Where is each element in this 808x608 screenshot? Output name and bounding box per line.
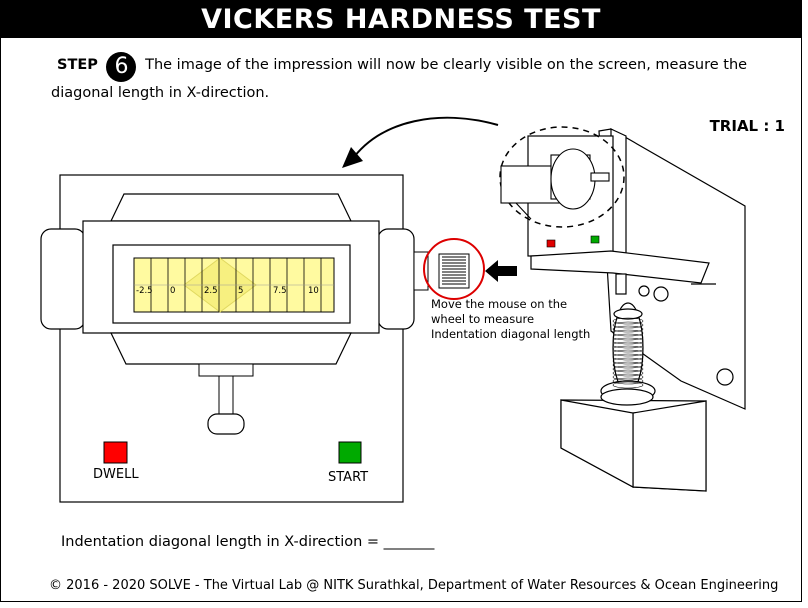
zoomed-microscope-head xyxy=(40,174,429,503)
machine-head-closeup xyxy=(500,148,610,220)
column-ring xyxy=(612,341,644,349)
measurement-row: Indentation diagonal length in X-directi… xyxy=(61,534,434,550)
start-button[interactable] xyxy=(338,441,362,464)
machine-dwell-led xyxy=(546,239,556,248)
column-ring xyxy=(612,325,644,333)
measurement-label: Indentation diagonal length in X-directi… xyxy=(61,534,380,550)
lab-scene xyxy=(40,116,746,503)
footer-copyright: © 2016 - 2020 SOLVE - The Virtual Lab @ … xyxy=(49,578,779,593)
measuring-wheel[interactable] xyxy=(423,238,485,300)
wheel-pointer-arrow-icon xyxy=(485,260,517,282)
column-ring xyxy=(612,329,644,337)
measurement-screen xyxy=(133,257,335,313)
scale-tick-label: 10 xyxy=(308,286,319,296)
page-title: VICKERS HARDNESS TEST xyxy=(1,1,801,38)
wheel-hint-line: Move the mouse on the xyxy=(431,297,568,311)
start-button-label: START xyxy=(328,470,369,485)
column-ring xyxy=(612,337,644,345)
zoom-arrow xyxy=(350,116,499,162)
column-ring xyxy=(612,377,644,385)
column-ring xyxy=(612,361,644,369)
step-text: The image of the impression will now be … xyxy=(51,57,748,101)
hardness-testing-machine xyxy=(527,128,746,492)
column-ring xyxy=(612,345,644,353)
dwell-button-label: DWELL xyxy=(93,467,139,482)
scale-tick-label: 2.5 xyxy=(204,286,218,296)
column-ring xyxy=(612,317,644,325)
machine-start-led xyxy=(590,235,600,244)
step-number-badge: 6 xyxy=(106,52,137,82)
wheel-hint-line: wheel to measure xyxy=(431,312,535,326)
wheel-highlight-circle xyxy=(423,238,485,300)
trial-indicator: TRIAL : 1 xyxy=(709,117,785,135)
column-ring xyxy=(612,333,644,341)
column-ring xyxy=(612,353,644,361)
step-label: STEP xyxy=(57,57,98,73)
column-ring xyxy=(612,381,644,389)
scale-tick-label: 5 xyxy=(238,286,244,296)
step-instruction: STEP 6 The image of the impression will … xyxy=(51,52,791,104)
column-ring xyxy=(612,321,644,329)
wheel-hint: Move the mouse on the wheel to measure I… xyxy=(431,297,601,342)
column-ring xyxy=(612,369,644,377)
scale-tick-label: -2.5 xyxy=(136,286,153,296)
scale-tick-label: 0 xyxy=(170,286,176,296)
scale-tick-label: 7.5 xyxy=(273,286,287,296)
zoom-arrow-head xyxy=(342,147,363,168)
zoom-region-circle xyxy=(499,126,625,228)
column-ring xyxy=(612,373,644,381)
measurement-value-field[interactable]: _______ xyxy=(383,534,435,550)
wheel-hint-line: Indentation diagonal length xyxy=(431,327,591,341)
column-ring xyxy=(612,349,644,357)
column-ring xyxy=(612,357,644,365)
dwell-button[interactable] xyxy=(103,441,128,464)
column-ring xyxy=(612,365,644,373)
